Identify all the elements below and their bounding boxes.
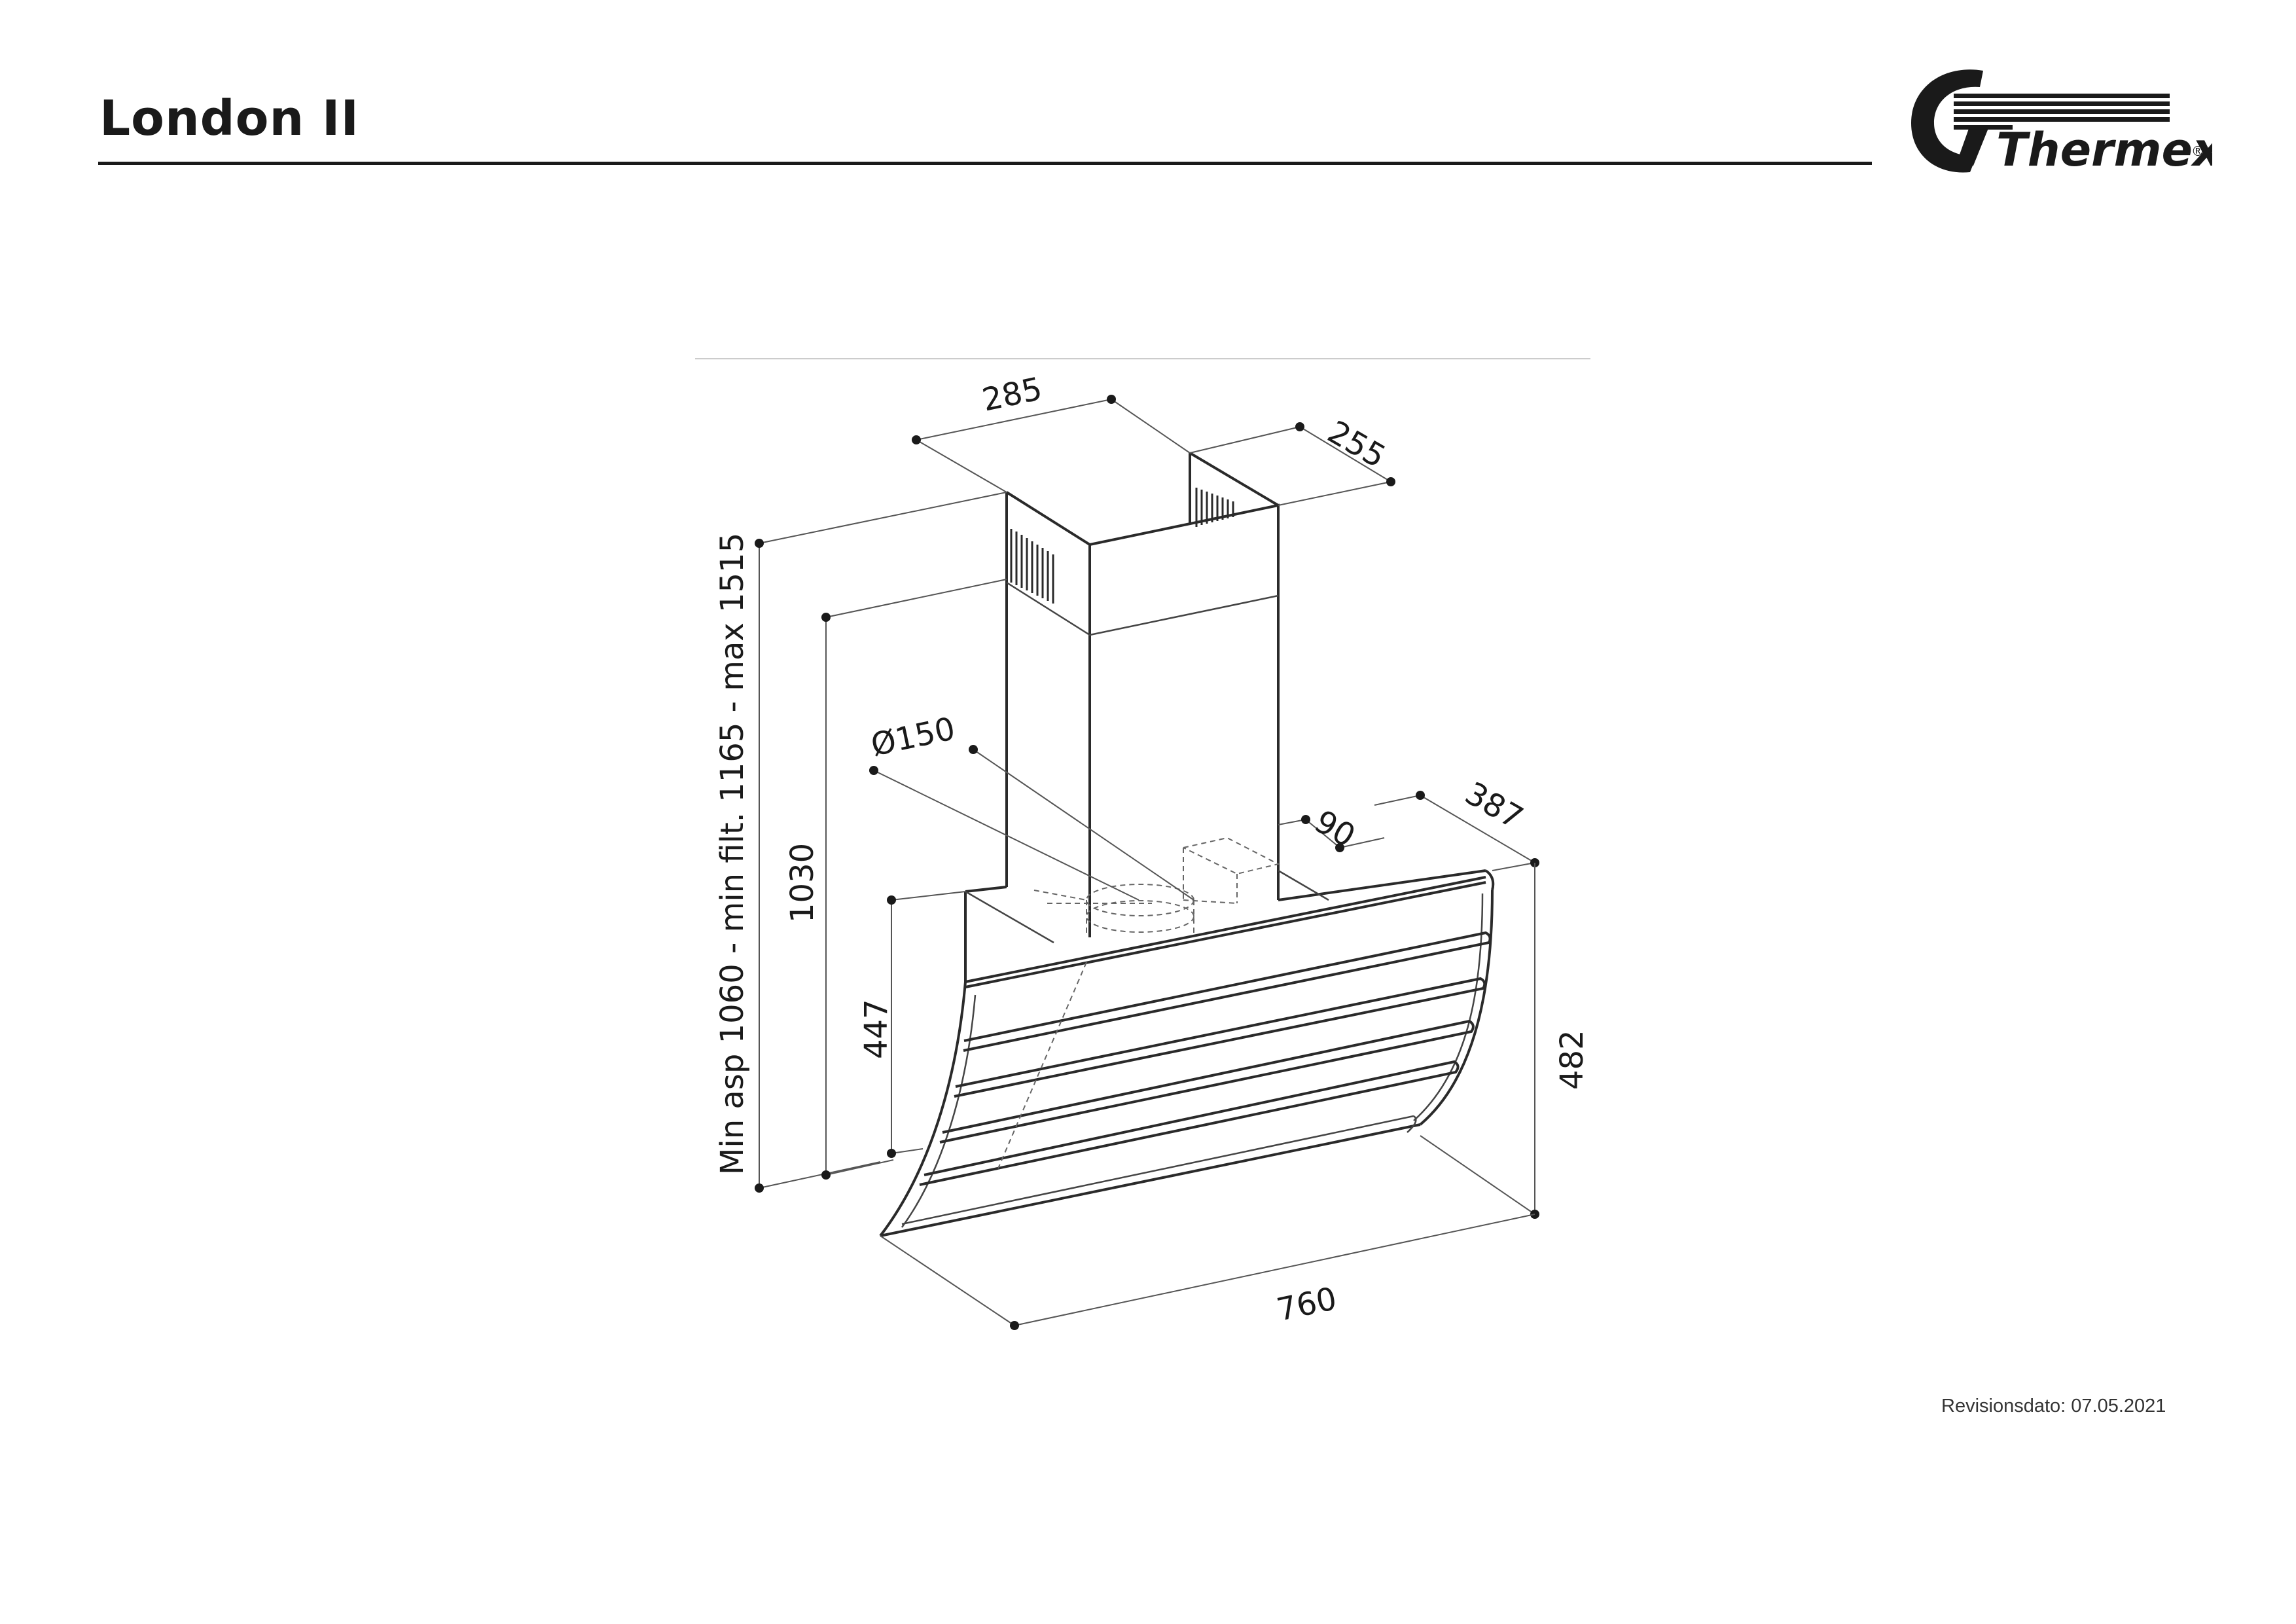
glass-left-curve-inner [901, 994, 977, 1228]
glass-slats [919, 931, 1492, 1186]
hood-bottom-right-lip [1407, 1115, 1417, 1133]
dim-label-hood-depth: 387 [1459, 775, 1529, 837]
title-underline [98, 162, 1872, 165]
hood-top-left [965, 886, 1007, 893]
hood-front-top-edge-inner [965, 881, 1486, 988]
logo-t-stem [1956, 125, 1990, 166]
hood-front-top-edge [965, 876, 1486, 983]
chimney-telescope-joint [1006, 581, 1279, 636]
glass-right-curve-inner [1413, 893, 1484, 1121]
dim-label-total-height: Min asp 1060 - min filt. 1165 - max 1515 [714, 533, 751, 1175]
dim-label-chimney-depth: 255 [1321, 414, 1391, 475]
dimension-lines [755, 395, 1539, 1330]
hood-box-top-depth [965, 890, 1054, 944]
dim-label-duct-diameter: Ø150 [868, 710, 958, 764]
logo-wordmark: Thermex [1996, 123, 2212, 177]
glass-right-curve [1419, 890, 1494, 1126]
dim-label-chimney-width: 285 [979, 370, 1045, 419]
dim-label-hood-width: 760 [1274, 1280, 1340, 1329]
dim-label-hood-height: 482 [1554, 1030, 1590, 1090]
dim-label-chimney-height: 1030 [784, 843, 821, 923]
hood-body [879, 837, 1495, 1237]
vent-grille-right [1195, 488, 1234, 527]
chimney-back-top [1189, 452, 1280, 507]
hood-bottom-edge [880, 1123, 1421, 1237]
dim-label-duct-offset: 90 [1308, 803, 1361, 855]
logo-g-mark [1911, 69, 1983, 173]
chimney [1005, 452, 1280, 937]
hood-bottom-edge-inner [901, 1115, 1414, 1225]
hood-top-right-corner [1484, 869, 1495, 891]
logo-registered-mark: ® [2191, 143, 2204, 159]
vent-grille-left [1010, 529, 1054, 604]
hood-top-depth-right [1278, 869, 1329, 901]
hood-back-top [1278, 869, 1486, 901]
revision-date: Revisionsdato: 07.05.2021 [1941, 1396, 2166, 1416]
page-title: London II [99, 90, 359, 147]
thermex-logo: Thermex ® [1911, 69, 2212, 177]
dim-label-lower-chimney: 447 [858, 999, 895, 1059]
chimney-front-edge [1005, 491, 1280, 900]
glass-left-curve [879, 981, 967, 1237]
